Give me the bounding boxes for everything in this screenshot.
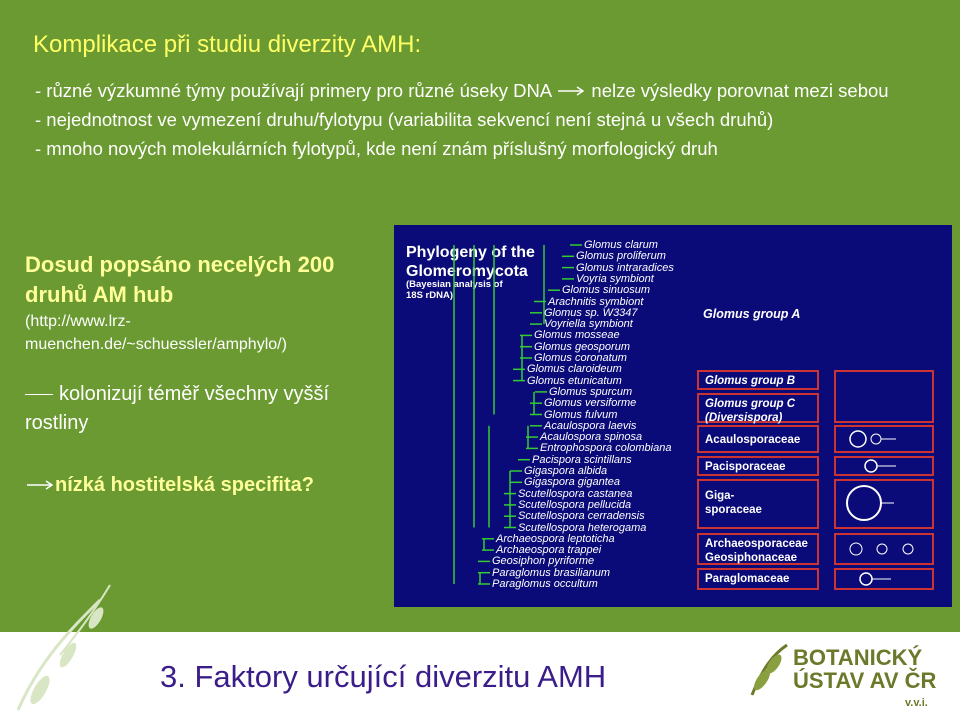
slide-subtitle: 3. Faktory určující diverzitu AMH [160,659,607,694]
colonization-text: kolonizují téměř všechny vyšší rostliny [25,383,330,434]
source-url: (http://www.lrz-muenchen.de/~schuessler/… [25,313,287,353]
group-label-archaeosporaceae: Archaeosporaceae Geosiphonaceae [697,533,819,565]
pacispora-spore-icon [834,456,934,476]
group-label-line: sporaceae [705,504,762,516]
taxon-label: Voyriella symbiont [544,318,633,331]
group-label-line: (Diversispora) [705,412,783,424]
taxon-label: Arachnitis symbiont [548,295,644,308]
taxon-label: Archaeospora trappei [496,544,602,557]
slide-title: Komplikace při studiu diverzity AMH: [33,31,422,58]
taxon-label: Glomus spurcum [549,385,633,398]
group-label-glomus-c: Glomus group C (Diversispora) [697,393,819,424]
taxon-label: Scutellospora cerradensis [518,510,645,523]
taxon-label: Acaulospora spinosa [540,431,643,444]
archaeospora-spore-icon [834,533,934,565]
phylogeny-figure: Phylogeny of the Glomeromycota (Bayesian… [394,225,952,607]
bullet-text: nelze výsledky porovnat mezi sebou [591,80,889,101]
taxon-label: Geosiphon pyriforme [492,555,595,568]
taxon-label: Archaeospora leptoticha [496,532,615,545]
taxon-label: Gigaspora gigantea [524,476,621,489]
taxon-label: Glomus proliferum [576,250,666,263]
logo-line: BOTANICKÝ [793,645,923,670]
arrow-right-icon [556,76,586,105]
bullet-text: - různé výzkumné týmy používají primery … [35,80,552,101]
phylogeny-title-line: Phylogeny of the [406,244,535,261]
group-label-acaulosporaceae: Acaulosporaceae [697,425,819,453]
phylogeny-title-line: Glomeromycota [406,263,528,280]
taxon-label: Paraglomus brasilianum [492,566,610,579]
logo-line: ÚSTAV AV ČR [793,668,937,693]
logo-line: v.v.i. [905,697,928,709]
host-specificity-note: nízká hostitelská specifita? [25,471,355,500]
arrow-right-icon [25,471,55,500]
institute-leaf-logo-icon [750,643,788,696]
taxon-label: Scutellospora castanea [518,487,633,500]
taxon-label: Paraglomus occultum [492,578,598,590]
gigaspora-spore-icon [834,479,934,529]
group-label-line: Giga- [705,490,735,502]
taxon-label: Entrophospora colombiana [540,442,672,455]
taxon-label: Glomus mosseae [534,329,620,342]
taxon-label: Scutellospora heterogama [518,521,647,534]
group-label-gigasporaceae: Giga- sporaceae [697,479,819,529]
bullet-item: - různé výzkumné týmy používají primery … [35,76,925,105]
taxon-label: Glomus coronatum [534,352,627,364]
taxon-label: Glomus versiforme [544,397,637,410]
taxon-label: Glomus geosporum [534,340,630,353]
dash-icon [25,394,53,396]
taxon-label: Scutellospora pellucida [518,498,632,511]
taxon-label: Glomus claroideum [527,363,622,376]
leaf-decoration-icon [16,584,111,711]
taxon-label: Acaulospora laevis [544,419,637,432]
taxon-label: Glomus sinuosum [562,284,651,297]
phylogeny-tree [453,244,582,585]
group-label-paraglomaceae: Paraglomaceae [697,568,819,590]
taxon-label: Glomus sp. W3347 [544,306,638,319]
phylogeny-title: Phylogeny of the Glomeromycota [406,243,535,281]
species-count-heading: Dosud popsáno necelých 200 druhů AM hub [25,252,335,307]
taxon-label: Glomus clarum [584,239,658,251]
bullet-list: - různé výzkumné týmy používají primery … [35,76,925,163]
group-label-glomus-a: Glomus group A [703,307,801,321]
group-label-line: Archaeosporaceae [705,538,808,550]
group-label-line: Geosiphonaceae [705,552,798,564]
institute-logo: BOTANICKÝ ÚSTAV AV ČR v.v.i. [793,646,936,715]
taxon-label: Glomus etunicatum [527,374,622,387]
taxon-label: Glomus fulvum [544,408,618,421]
taxon-label: Gigaspora albida [524,465,608,477]
paraglomus-spore-icon [834,568,934,590]
taxon-label: Pacispora scintillans [532,453,632,466]
glomus-spore-icon [834,370,934,423]
taxon-label: Glomus intraradices [576,261,674,274]
group-label-glomus-b: Glomus group B [697,370,819,390]
group-label-pacisporaceae: Pacisporaceae [697,456,819,476]
group-label-line: Glomus group C [705,398,796,410]
acaulo-spore-icon [834,425,934,453]
bullet-item: - nejednotnost ve vymezení druhu/fylotyp… [35,109,774,130]
taxon-label: Voyria symbiont [576,272,654,285]
colonization-note: kolonizují téměř všechny vyšší rostliny [25,380,345,438]
bullet-item: - mnoho nových molekulárních fylotypů, k… [35,138,718,159]
host-specificity-text: nízká hostitelská specifita? [55,474,314,496]
